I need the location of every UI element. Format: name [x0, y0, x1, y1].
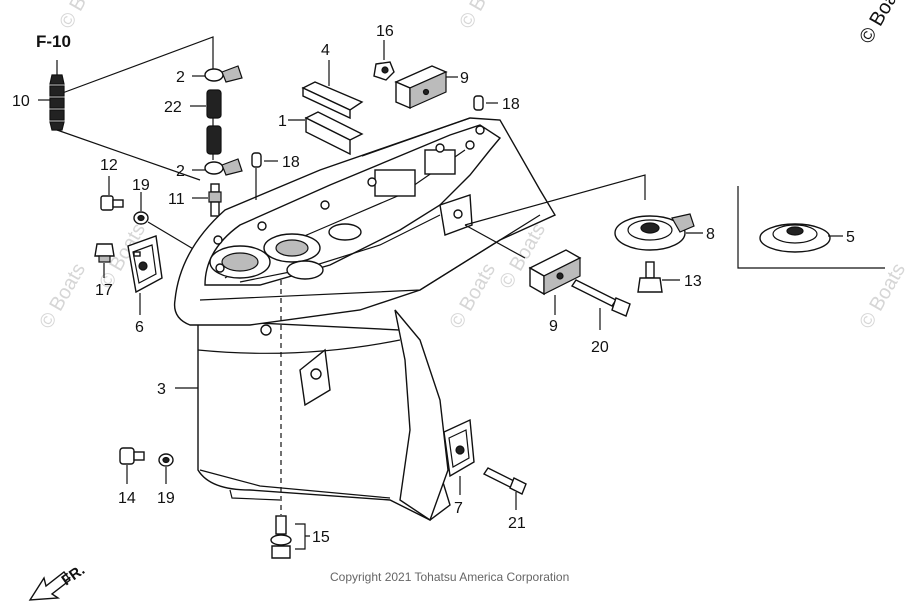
part-19-washer-lower — [158, 453, 174, 467]
part-7-anode-plate — [443, 418, 475, 478]
copyright-text: Copyright 2021 Tohatsu America Corporati… — [330, 570, 569, 584]
hose-group-bracket — [56, 36, 214, 160]
callout-19: 19 — [132, 177, 150, 194]
part-6-cover — [127, 235, 163, 294]
part-11-nipple — [208, 183, 222, 217]
callout-13: 13 — [684, 273, 702, 290]
reference-label: F-10 — [36, 32, 71, 51]
part-2-clamp-lower — [204, 158, 243, 176]
callout-5: 5 — [846, 229, 855, 246]
part-18-pin-left — [251, 152, 262, 168]
part-20-bolt — [570, 279, 631, 317]
part-18-pin-right — [473, 95, 484, 111]
callout-11: 11 — [168, 191, 185, 208]
callout-8: 8 — [706, 226, 715, 243]
callout-2: 2 — [176, 69, 185, 86]
part-13-bolt — [637, 261, 663, 293]
part-12-bolt — [100, 195, 124, 211]
callout-3: 3 — [157, 381, 166, 398]
callout-20: 20 — [591, 339, 609, 356]
part-10-hose — [49, 60, 65, 131]
part-19-washer-upper — [133, 211, 149, 225]
part-15-drain-bolt — [270, 515, 292, 559]
callout-21: 21 — [508, 515, 526, 532]
callout-4: 4 — [321, 42, 330, 59]
hose-group-bracket-lower — [56, 129, 201, 181]
watermark: © Boats — [855, 260, 906, 333]
part-2-clamp-upper — [204, 65, 243, 83]
callout-16: 16 — [376, 23, 394, 40]
part-1-seal — [304, 111, 364, 156]
callout-2: 2 — [176, 163, 185, 180]
callout-6: 6 — [135, 319, 144, 336]
callout-15: 15 — [312, 529, 330, 546]
part-14-plug — [119, 447, 145, 465]
watermark: © Boats — [35, 260, 90, 333]
alt-part-box — [737, 186, 885, 269]
callout-17: 17 — [95, 282, 113, 299]
watermark: © Boats — [445, 260, 500, 333]
callout-12: 12 — [100, 157, 118, 174]
callout-1: 1 — [278, 113, 287, 130]
watermark: © Boats — [55, 0, 110, 33]
part-21-screw — [482, 467, 527, 495]
part-8-trim-tab — [614, 213, 695, 251]
part-9-anode-upper — [394, 65, 448, 110]
callout-7: 7 — [454, 500, 463, 517]
part-3-gear-case — [173, 117, 557, 522]
callout-9: 9 — [549, 318, 558, 335]
watermark: © Boats — [455, 0, 510, 33]
callout-18: 18 — [282, 154, 300, 171]
part-5-anode — [759, 223, 831, 253]
front-direction-arrow: FR. — [28, 561, 88, 601]
part-4-rubber — [301, 81, 364, 120]
corner-mark: © Boa — [855, 0, 902, 48]
callout-10: 10 — [12, 93, 30, 110]
callout-22: 22 — [164, 99, 182, 116]
part-16-nut — [373, 61, 395, 81]
callout-18: 18 — [502, 96, 520, 113]
callout-14: 14 — [118, 490, 136, 507]
part-22-hose-segment — [206, 89, 222, 155]
callout-19: 19 — [157, 490, 175, 507]
part-9-anode-lower — [528, 249, 582, 296]
part-17-plug — [94, 243, 115, 263]
callout-9: 9 — [460, 70, 469, 87]
